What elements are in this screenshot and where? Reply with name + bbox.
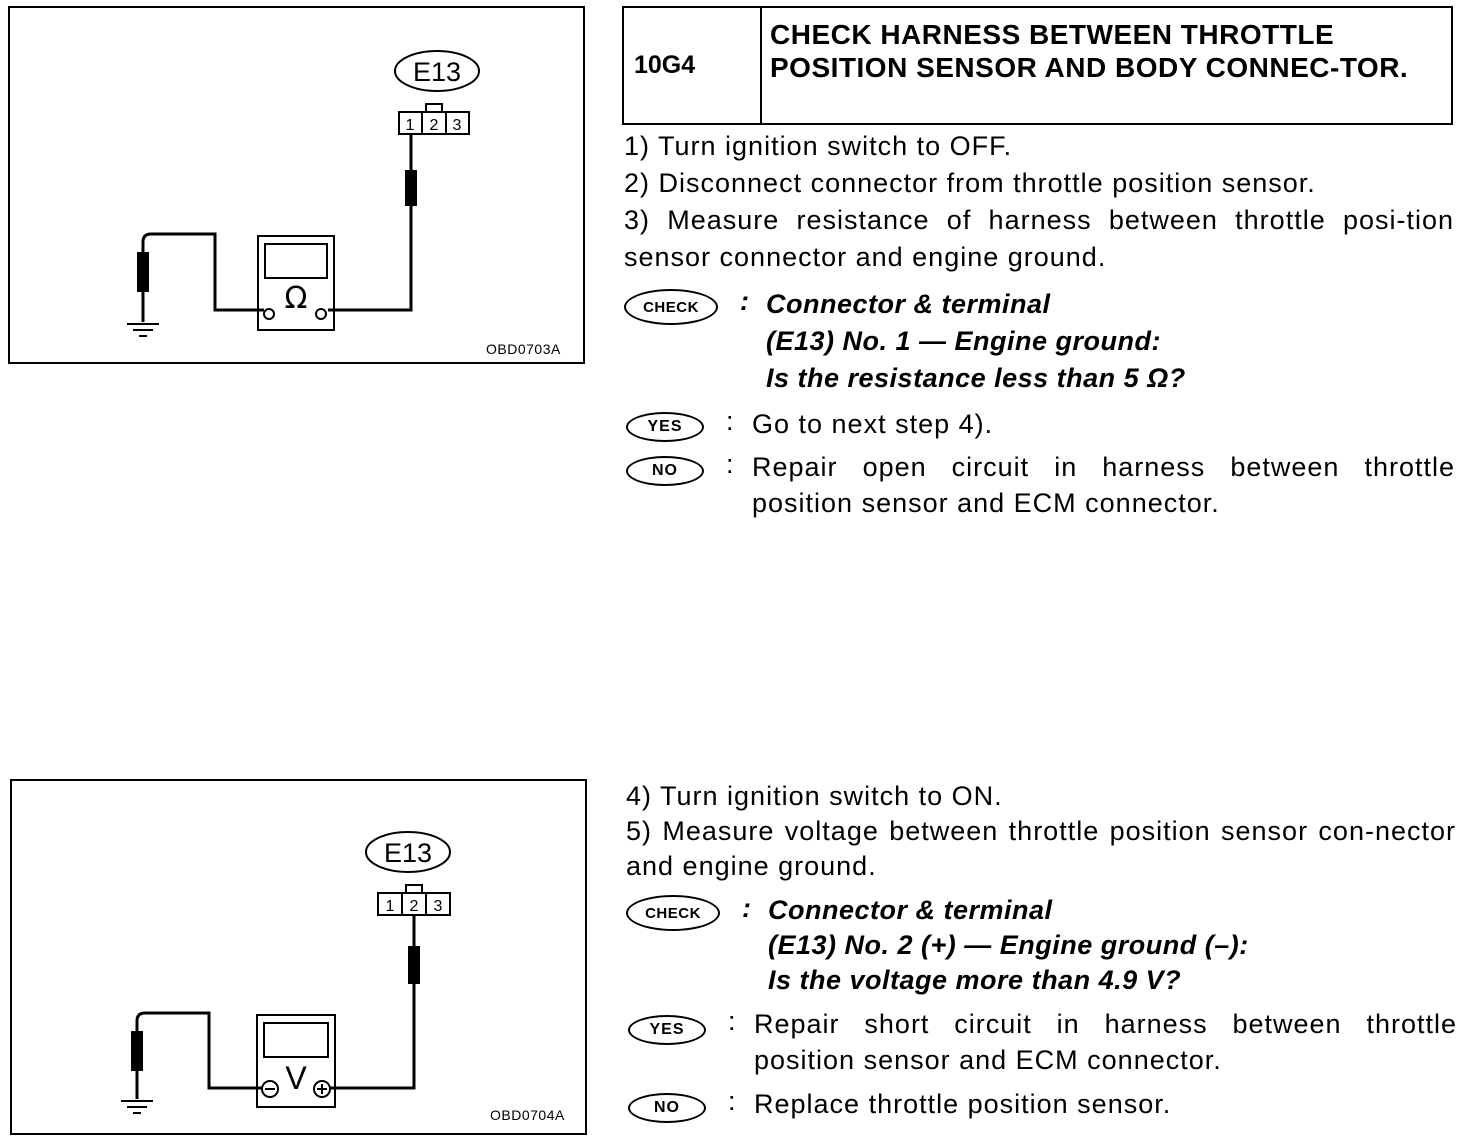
no-block-2: NO : Replace throttle position sensor. xyxy=(626,1086,1458,1126)
probe-tip-right xyxy=(408,946,420,984)
lower-diagram-drawing: E13 1 2 3 V xyxy=(121,831,451,1114)
pin-2: 2 xyxy=(410,898,419,915)
pin-3: 3 xyxy=(453,117,462,134)
check-badge: CHECK xyxy=(626,895,720,931)
probe-tip-left xyxy=(131,1031,143,1071)
yes-action: Go to next step 4). xyxy=(752,409,994,439)
instructions-2: 4) Turn ignition switch to ON. 5) Measur… xyxy=(626,779,1456,884)
figure-code: OBD0704A xyxy=(490,1107,565,1123)
no-action: Repair open circuit in harness between t… xyxy=(752,452,1455,518)
meter-display xyxy=(264,243,328,279)
pin-2: 2 xyxy=(430,117,439,134)
probe-lead-right xyxy=(330,915,416,1090)
probe-lead-left xyxy=(135,1011,262,1099)
check-block-1: CHECK : Connector & terminal (E13) No. 1… xyxy=(624,286,1456,398)
no-badge: NO xyxy=(628,1093,706,1123)
meter xyxy=(256,1014,336,1108)
check-badge: CHECK xyxy=(624,289,718,325)
connector-pins xyxy=(398,111,470,135)
probe-lead-left xyxy=(141,232,264,322)
meter xyxy=(257,235,335,331)
instruction: 1) Turn ignition switch to OFF. xyxy=(624,131,1013,161)
connector-label: E13 xyxy=(413,57,461,87)
no-badge: NO xyxy=(626,456,704,486)
meter-display xyxy=(263,1022,329,1058)
figure-code: OBD0703A xyxy=(486,341,561,357)
instruction: 2) Disconnect connector from throttle po… xyxy=(624,168,1316,198)
probe-lead-right xyxy=(328,134,413,312)
volt-symbol: V xyxy=(285,1060,307,1096)
connector-callout xyxy=(394,50,480,92)
step-title: CHECK HARNESS BETWEEN THROTTLE POSITION … xyxy=(770,19,1409,83)
check-block-2: CHECK : Connector & terminal (E13) No. 2… xyxy=(626,893,1458,1001)
pin-1: 1 xyxy=(386,898,395,915)
lower-diagram: E13 1 2 3 V OBD0704A xyxy=(10,779,587,1135)
upper-diagram-drawing: E13 1 2 3 Ω xyxy=(127,50,480,337)
connector-callout xyxy=(365,831,451,873)
connector-label: E13 xyxy=(384,838,432,868)
no-action: Replace throttle position sensor. xyxy=(754,1089,1172,1119)
ohm-symbol: Ω xyxy=(285,281,308,316)
instruction: 3) Measure resistance of harness between… xyxy=(624,205,1454,272)
yes-badge: YES xyxy=(628,1015,706,1045)
check-criteria: Connector & terminal (E13) No. 2 (+) — E… xyxy=(768,895,1249,995)
upper-diagram: E13 1 2 3 Ω OBD0703A xyxy=(8,6,585,364)
step-code: 10G4 xyxy=(624,8,762,123)
no-block-1: NO : Repair open circuit in harness betw… xyxy=(624,449,1456,525)
instructions-1: 1) Turn ignition switch to OFF. 2) Disco… xyxy=(624,128,1454,276)
pin-1: 1 xyxy=(406,117,415,134)
probe-tip-left xyxy=(137,252,149,292)
check-criteria: Connector & terminal (E13) No. 1 — Engin… xyxy=(766,289,1186,393)
step-header: 10G4 CHECK HARNESS BETWEEN THROTTLE POSI… xyxy=(622,6,1453,125)
yes-badge: YES xyxy=(626,412,704,442)
yes-action: Repair short circuit in harness between … xyxy=(754,1009,1457,1075)
instruction: 5) Measure voltage between throttle posi… xyxy=(626,816,1456,881)
yes-block-2: YES : Repair short circuit in harness be… xyxy=(626,1006,1458,1082)
instruction: 4) Turn ignition switch to ON. xyxy=(626,781,1003,811)
probe-tip-right xyxy=(405,170,417,206)
pin-3: 3 xyxy=(434,898,443,915)
yes-block-1: YES : Go to next step 4). xyxy=(624,406,1456,446)
